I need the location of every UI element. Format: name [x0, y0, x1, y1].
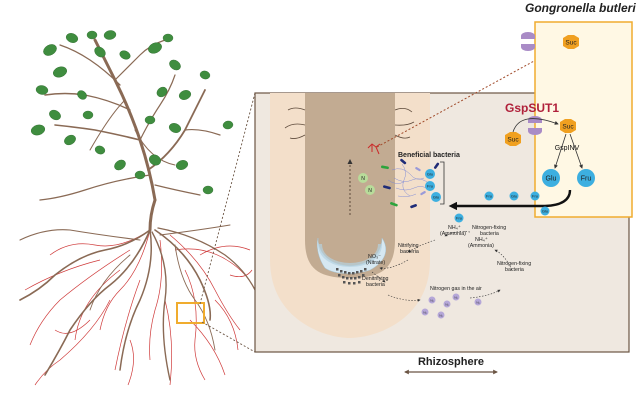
denitrifying-line-1: Denitrifying	[362, 276, 389, 282]
nitrate-line-2: (Nitrate)	[366, 260, 385, 266]
rhizosphere-label: Rhizosphere	[418, 356, 484, 368]
leaves	[30, 30, 234, 195]
hyphae-on-root	[367, 143, 381, 155]
main-roots	[19, 198, 256, 381]
n2-label-4: N₂	[423, 310, 427, 314]
fru-arrow	[569, 133, 583, 169]
nitrogen-fixing-2-line-1: Nitrogen-fixing	[497, 261, 531, 267]
glu-arrow	[554, 133, 567, 169]
plant-illustration	[19, 30, 261, 386]
root-hairs	[284, 107, 415, 139]
hyphal-cell-box	[534, 21, 633, 218]
suc-label-outer: Suc	[507, 137, 519, 144]
n2-label-5: N₂	[439, 313, 443, 317]
fru-circle	[577, 169, 595, 187]
hexose-label-3: Fru	[532, 194, 538, 199]
root-highlight-box	[176, 302, 205, 324]
ammonia-1-line-2: (Ammonia)	[440, 231, 466, 237]
suc-label-top: Suc	[565, 40, 577, 47]
ammonia-label-2: NH₄⁺(Ammonia)	[468, 237, 494, 249]
nitrogen-fixing-1-line-1: Nitrogen-fixing	[472, 225, 506, 231]
n-label-1: N	[361, 176, 365, 182]
fru-label: Fru	[581, 176, 592, 183]
hexose-label-4: Fru	[456, 216, 462, 221]
enzyme-label: GspINV	[555, 145, 580, 152]
glu-circle	[542, 169, 560, 187]
transporter-top	[521, 32, 535, 51]
hexose-label-5: Glu	[542, 209, 548, 214]
stems	[39, 38, 221, 202]
nitrate-label: NO₃⁻(Nitrate)	[366, 254, 385, 266]
n-label-2: N	[368, 188, 372, 194]
ammonia-2-line-2: (Ammonia)	[468, 243, 494, 249]
cluster-hexose-2: Fru	[427, 184, 433, 189]
ammonia-2-line-1: NH₄⁺	[475, 237, 488, 243]
hexose-label-1: Glu	[511, 194, 517, 199]
secretion-arrow	[448, 189, 572, 211]
ammonia-label-1: NH₄⁺(Ammonia)	[440, 225, 466, 237]
nitrogen-fixing-2-line-2: bacteria	[505, 267, 524, 273]
nitrate-line-1: NO₃⁻	[368, 254, 381, 260]
n2-label-3: N₂	[454, 295, 458, 299]
zoom-lines	[199, 92, 256, 353]
n2-molecules: N₂ N₂ N₂ N₂ N₂ N₂	[421, 293, 482, 319]
bacteria-cluster: Glu Fru Glu	[380, 158, 441, 209]
root-cap-cells	[336, 268, 367, 285]
cluster-hexose-3: Glu	[433, 195, 439, 200]
fine-roots	[24, 229, 261, 386]
sucrose-hexagon-inner	[560, 119, 576, 133]
nitrifying-line-2: bacteria	[400, 249, 419, 255]
nitrogen-circles: N N	[358, 173, 375, 195]
gene-label: GspSUT1	[505, 101, 559, 115]
strain-title: Gongronella butleri w5	[525, 1, 639, 15]
denitrifying-line-2: bacteria	[366, 282, 385, 288]
n2-label-1: N₂	[430, 298, 434, 302]
ammonia-1-line-1: NH₄⁺	[448, 225, 461, 231]
exuded-hexoses: Glu Fru Fru Fru Glu	[454, 191, 550, 223]
glu-label: Glu	[546, 176, 557, 183]
n2-label-2: N₂	[445, 302, 449, 306]
uptake-arrow	[512, 118, 559, 133]
n2-label-6: N₂	[476, 300, 480, 304]
gspsut1-transporter	[528, 116, 542, 135]
sucrose-hexagon-top	[563, 35, 579, 49]
suc-label-inner: Suc	[562, 124, 574, 131]
nitrogen-cycle	[371, 231, 513, 302]
sucrose-hexagon-outer	[505, 132, 521, 146]
root-zoom	[270, 93, 430, 338]
beneficial-bacteria-label: Beneficial bacteria	[398, 152, 460, 159]
cluster-hexose-1: Glu	[427, 172, 433, 177]
nitrogen-fixing-1-line-2: bacteria	[480, 231, 499, 237]
nitrifying-line-1: Nitrifying	[398, 243, 419, 249]
nitrogen-gas-label: Nitrogen gas in the air	[430, 286, 482, 292]
bacteria-bracket	[440, 161, 445, 205]
hexose-label-2: Fru	[486, 194, 492, 199]
